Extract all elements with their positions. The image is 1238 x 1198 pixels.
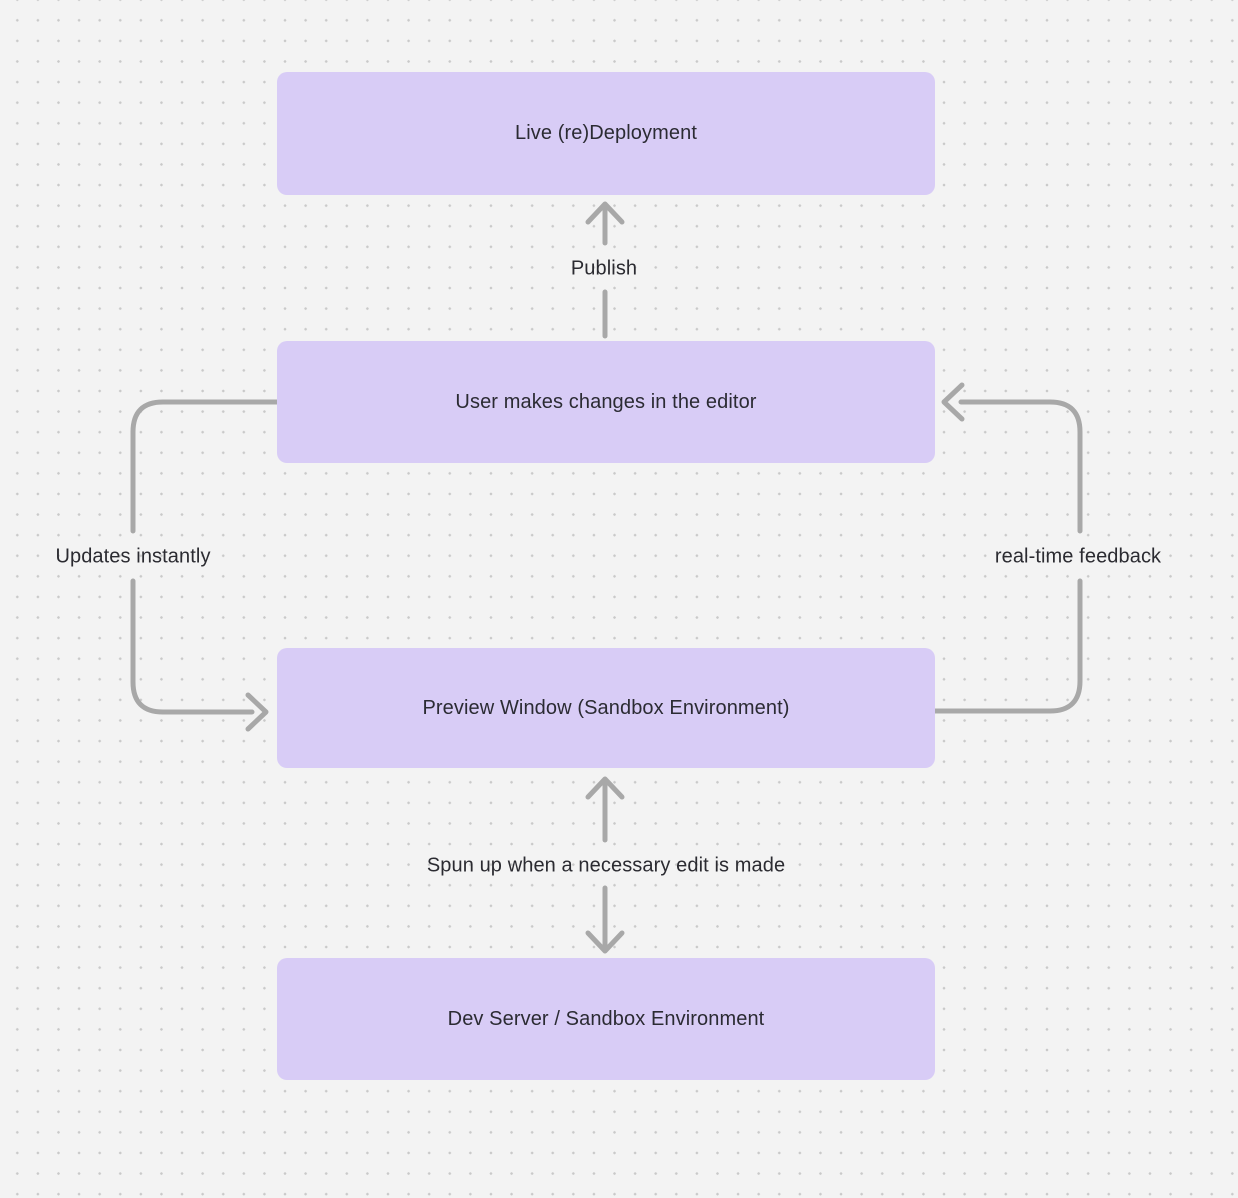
- node-live-deployment[interactable]: Live (re)Deployment: [277, 72, 935, 195]
- arrowhead-down-icon: [585, 930, 625, 954]
- node-label: Live (re)Deployment: [515, 122, 697, 144]
- edge-updates-bottom-segment: [130, 578, 255, 715]
- edge-label-spun-up: Spun up when a necessary edit is made: [426, 854, 786, 877]
- node-preview-window[interactable]: Preview Window (Sandbox Environment): [277, 648, 935, 768]
- node-label: Dev Server / Sandbox Environment: [447, 1007, 765, 1030]
- node-label: User makes changes in the editor: [455, 390, 757, 413]
- node-editor-changes[interactable]: User makes changes in the editor: [277, 341, 935, 463]
- arrowhead-right-icon: [245, 692, 269, 732]
- arrowhead-left-icon: [941, 382, 965, 422]
- edge-label-publish: Publish: [570, 257, 638, 280]
- edge-label-realtime-feedback: real-time feedback: [994, 545, 1162, 568]
- edge-feedback-top-segment: [958, 399, 1083, 534]
- edge-updates-top-segment: [130, 399, 280, 534]
- edge-feedback-bottom-segment: [932, 578, 1083, 714]
- node-dev-server[interactable]: Dev Server / Sandbox Environment: [277, 958, 935, 1080]
- node-label: Preview Window (Sandbox Environment): [422, 696, 790, 719]
- arrowhead-up-icon: [585, 201, 625, 225]
- edge-label-updates-instantly: Updates instantly: [55, 545, 211, 568]
- arrowhead-up-icon: [585, 776, 625, 800]
